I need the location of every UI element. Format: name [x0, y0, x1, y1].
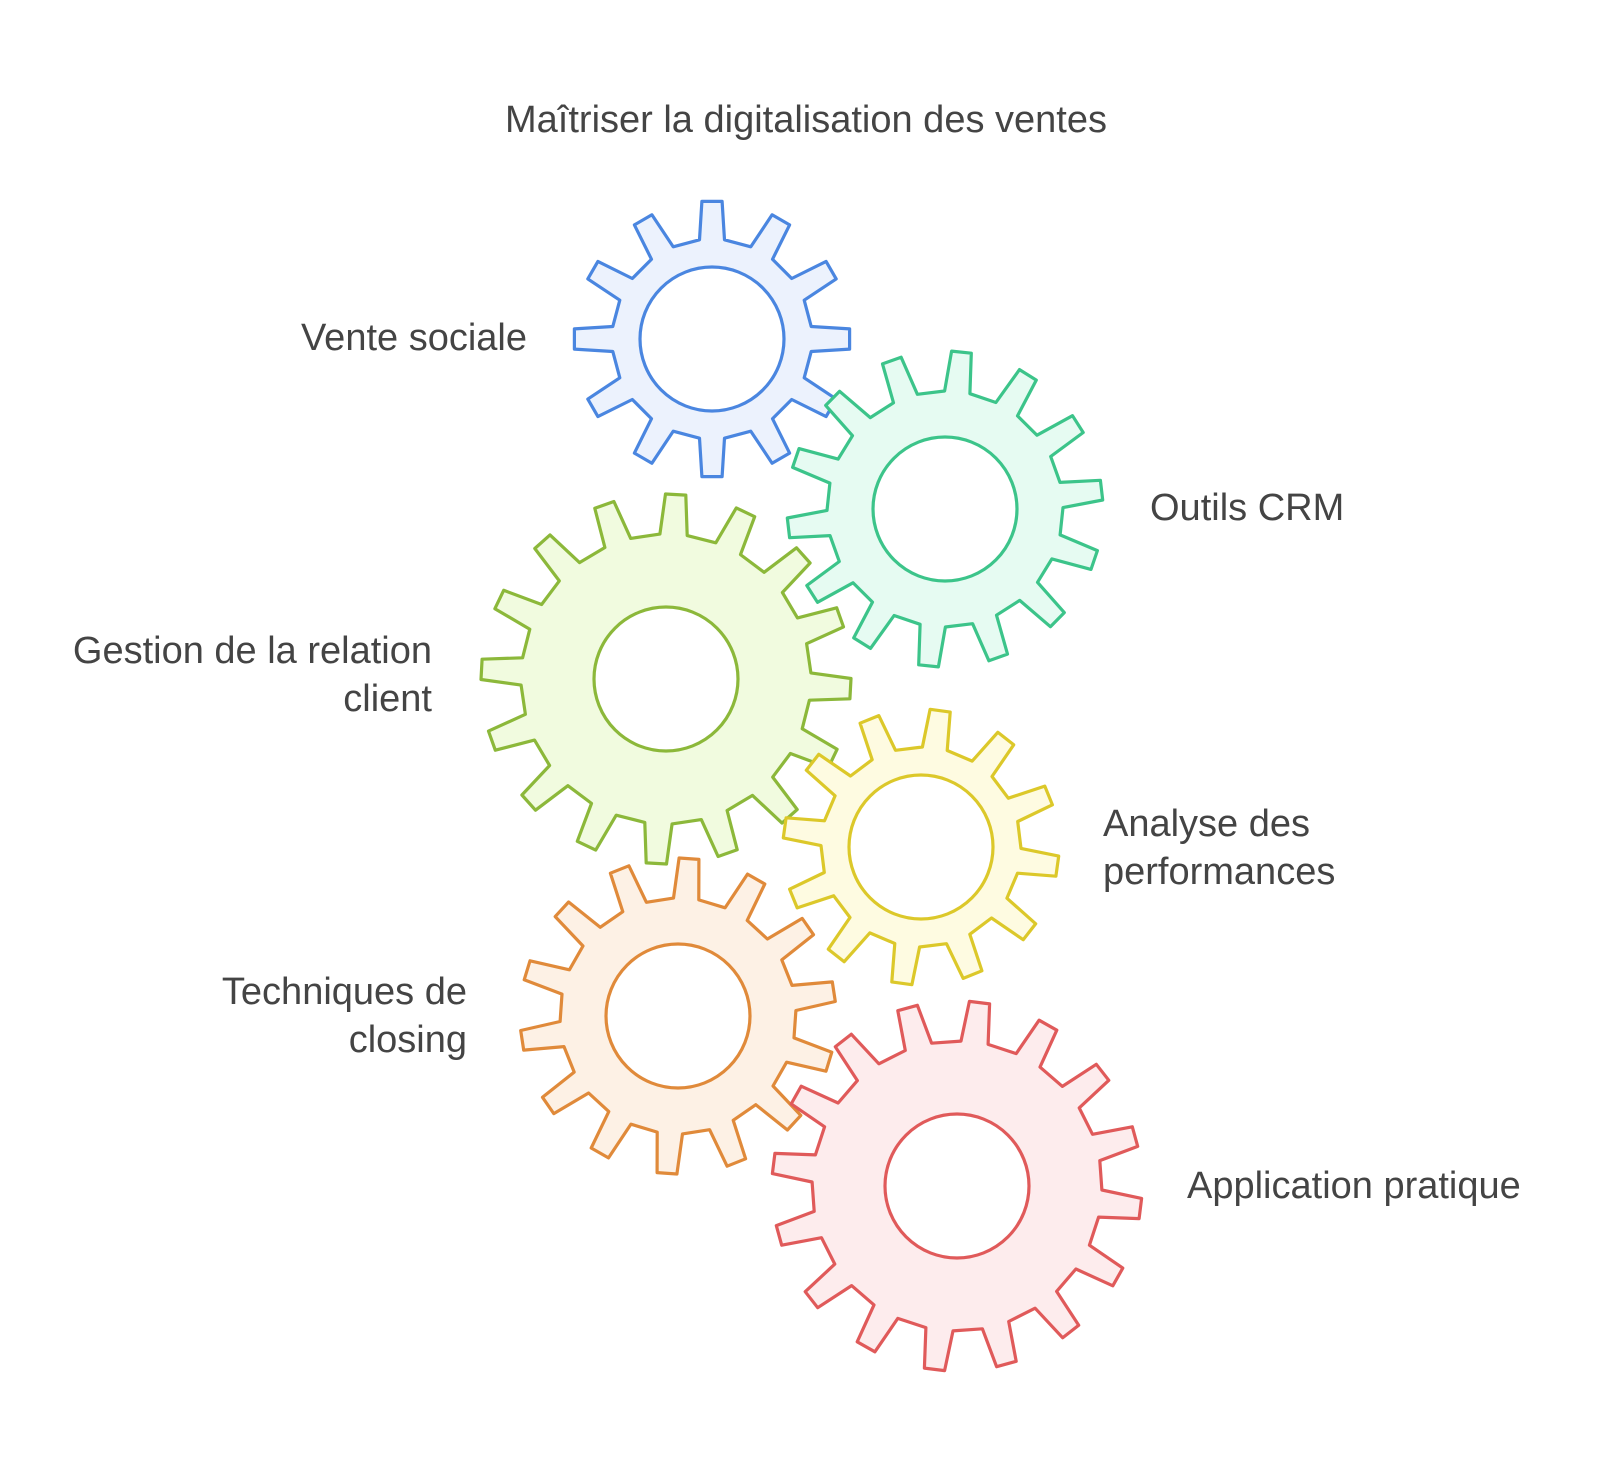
label-line: Application pratique [1187, 1165, 1521, 1207]
label-application-pratique: Application pratique [1187, 1162, 1521, 1210]
gear-application-pratique [770, 999, 1144, 1373]
label-analyse-performances: Analyse des performances [1103, 800, 1335, 896]
gear-vente-sociale [572, 199, 852, 479]
gear-hub [592, 605, 740, 753]
diagram-title: Maîtriser la digitalisation des ventes [505, 99, 1107, 141]
gear-techniques-closing [519, 856, 837, 1176]
label-line: Analyse des [1103, 803, 1311, 845]
label-outils-crm: Outils CRM [1150, 484, 1344, 532]
gear-hub [638, 265, 786, 413]
gear-hub [847, 773, 995, 921]
gear-gestion-relation-client [479, 492, 853, 866]
label-line: closing [348, 1019, 467, 1061]
gear-outils-crm [785, 349, 1105, 669]
gear-hub [883, 1112, 1031, 1260]
gear-analyse-performances [781, 707, 1061, 987]
label-gestion-relation-client: Gestion de la relation client [73, 627, 432, 723]
label-line: client [343, 678, 432, 720]
label-line: performances [1103, 851, 1336, 893]
label-line: Vente sociale [300, 317, 527, 359]
label-techniques-closing: Techniques de closing [222, 968, 467, 1064]
gear-hub [604, 942, 752, 1090]
label-vente-sociale: Vente sociale [301, 314, 527, 362]
label-line: Techniques de [221, 971, 467, 1013]
label-line: Outils CRM [1150, 487, 1345, 529]
gear-hub [871, 435, 1019, 583]
label-line: Gestion de la relation [72, 630, 432, 672]
